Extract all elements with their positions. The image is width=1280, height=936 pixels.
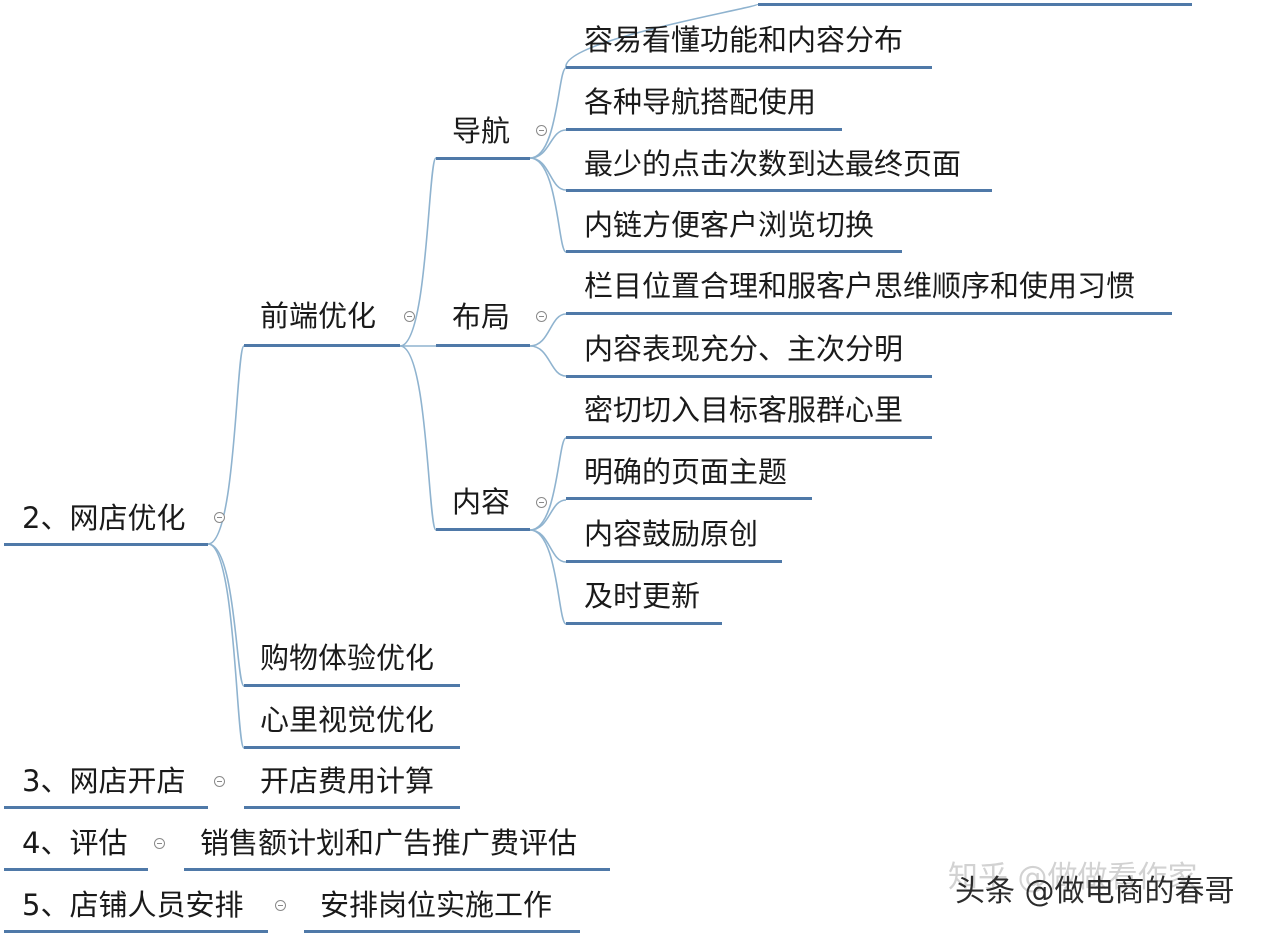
node-layout[interactable]: 布局 — [452, 300, 511, 334]
layout-item-2[interactable]: 内容表现充分、主次分明 — [584, 332, 904, 366]
node-shopping-experience[interactable]: 购物体验优化 — [260, 641, 435, 675]
underline-content-item-1 — [566, 436, 932, 439]
node-open-shop-child[interactable]: 开店费用计算 — [260, 764, 435, 798]
underline-nav-item-1 — [566, 66, 932, 69]
layout-item-1[interactable]: 栏目位置合理和服客户思维顺序和使用习惯 — [584, 269, 1136, 303]
node-content[interactable]: 内容 — [452, 485, 511, 519]
collapse-toggle-icon[interactable] — [275, 900, 286, 911]
node-assess-child[interactable]: 销售额计划和广告推广费评估 — [200, 826, 578, 860]
watermark-zhihu: 知乎 @做做看作家 — [948, 860, 1198, 895]
nav-item-3[interactable]: 最少的点击次数到达最终页面 — [584, 147, 962, 181]
node-navigation[interactable]: 导航 — [452, 114, 511, 148]
underline-nav-item-3 — [566, 189, 992, 192]
nav-item-2[interactable]: 各种导航搭配使用 — [584, 85, 817, 119]
underline-navigation — [436, 157, 530, 160]
node-open-shop[interactable]: 3、网店开店 — [22, 764, 186, 798]
underline-open-shop — [4, 806, 208, 809]
underline-content-item-4 — [566, 622, 722, 625]
node-shop-optimization[interactable]: 2、网店优化 — [22, 501, 186, 535]
content-item-2[interactable]: 明确的页面主题 — [584, 455, 788, 489]
content-item-4[interactable]: 及时更新 — [584, 579, 701, 613]
underline-shop-optimization — [4, 543, 208, 546]
underline-layout — [436, 344, 530, 347]
watermark-toutiao: 头条 @做电商的春哥 — [955, 874, 1235, 909]
underline-content — [436, 528, 530, 531]
underline-nav-item-4 — [566, 250, 902, 253]
underline-front-end — [244, 344, 400, 347]
underline-visual — [244, 746, 460, 749]
nav-item-1[interactable]: 容易看懂功能和内容分布 — [584, 23, 904, 57]
underline-content-item-2 — [566, 497, 812, 500]
content-item-3[interactable]: 内容鼓励原创 — [584, 517, 759, 551]
collapse-toggle-icon[interactable] — [536, 311, 547, 322]
collapse-toggle-icon[interactable] — [404, 311, 415, 322]
cutoff-top-underline — [758, 3, 1192, 6]
collapse-toggle-icon[interactable] — [214, 512, 225, 523]
node-assess[interactable]: 4、评估 — [22, 826, 128, 860]
underline-layout-item-1 — [566, 312, 1172, 315]
node-front-end[interactable]: 前端优化 — [260, 299, 377, 333]
content-item-1[interactable]: 密切切入目标客服群心里 — [584, 393, 904, 427]
collapse-toggle-icon[interactable] — [214, 776, 225, 787]
underline-shopping-experience — [244, 684, 460, 687]
underline-content-item-3 — [566, 560, 782, 563]
collapse-toggle-icon[interactable] — [536, 125, 547, 136]
node-staff-child[interactable]: 安排岗位实施工作 — [320, 888, 553, 922]
collapse-toggle-icon[interactable] — [154, 838, 165, 849]
underline-layout-item-2 — [566, 375, 932, 378]
node-staff[interactable]: 5、店铺人员安排 — [22, 888, 244, 922]
underline-staff — [4, 930, 268, 933]
underline-open-shop-child — [244, 806, 460, 809]
node-visual[interactable]: 心里视觉优化 — [260, 703, 435, 737]
underline-assess-child — [184, 868, 610, 871]
collapse-toggle-icon[interactable] — [536, 497, 547, 508]
underline-staff-child — [304, 930, 580, 933]
underline-assess — [4, 868, 148, 871]
nav-item-4[interactable]: 内链方便客户浏览切换 — [584, 208, 875, 242]
underline-nav-item-2 — [566, 128, 842, 131]
